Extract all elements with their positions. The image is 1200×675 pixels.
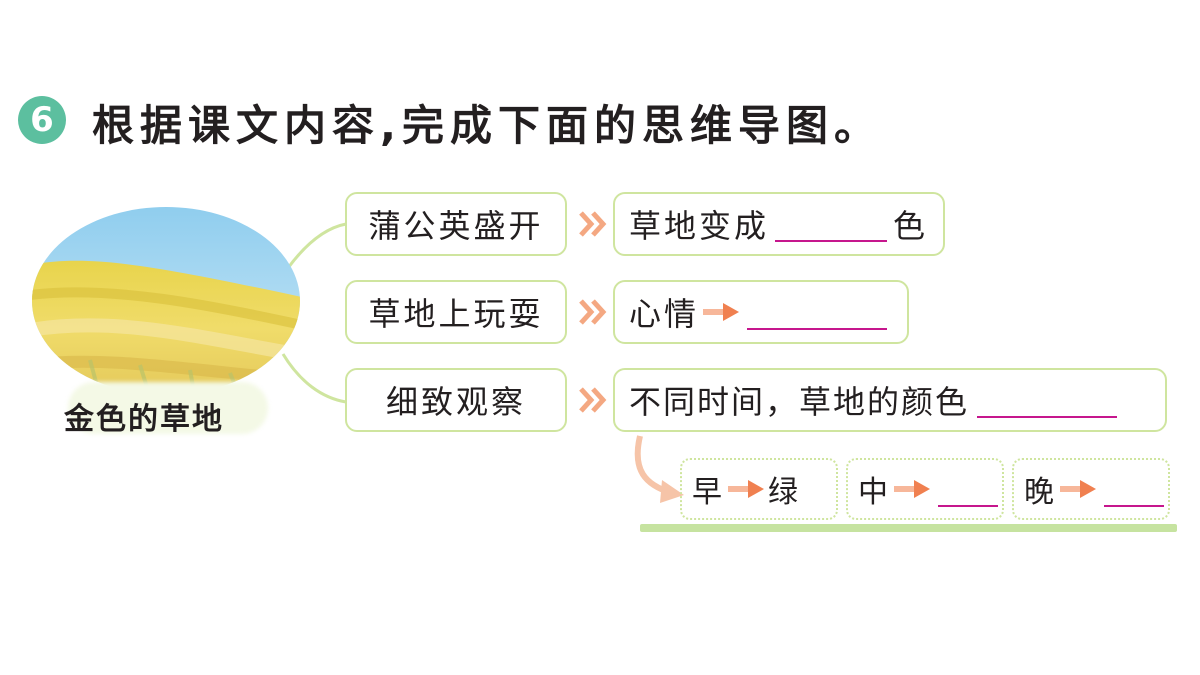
orange-arrow-icon bbox=[703, 303, 740, 321]
chevron-right-icon bbox=[579, 211, 607, 237]
question-number-badge: 6 bbox=[18, 96, 66, 144]
orange-arrow-icon bbox=[728, 480, 764, 498]
time-label: 晚 bbox=[1024, 475, 1056, 510]
center-label-background bbox=[68, 382, 268, 434]
branch-label: 蒲公英盛开 bbox=[368, 207, 544, 245]
orange-arrow-icon bbox=[894, 480, 930, 498]
answer-box-1: 草地变成 色 bbox=[613, 192, 945, 256]
chevron-right-icon bbox=[579, 299, 607, 325]
branch-box-1: 蒲公英盛开 bbox=[345, 192, 567, 256]
baseline-bar bbox=[640, 524, 1177, 532]
center-topic-label: 金色的草地 bbox=[64, 402, 224, 437]
question-title: 根据课文内容,完成下面的思维导图。 bbox=[92, 101, 882, 150]
time-label: 早 bbox=[692, 475, 724, 510]
time-box-noon: 中 bbox=[846, 458, 1004, 520]
answer-blank[interactable] bbox=[977, 382, 1118, 418]
branch-label: 细致观察 bbox=[385, 383, 526, 421]
answer-blank[interactable] bbox=[747, 294, 888, 330]
answer-blank[interactable] bbox=[1104, 471, 1164, 507]
time-label: 中 bbox=[858, 475, 890, 510]
time-box-evening: 晚 bbox=[1012, 458, 1170, 520]
answer-box-2: 心情 bbox=[613, 280, 909, 344]
answer-suffix: 色 bbox=[893, 207, 929, 245]
branch-box-3: 细致观察 bbox=[345, 368, 567, 432]
branch-box-2: 草地上玩耍 bbox=[345, 280, 567, 344]
time-box-morning: 早 绿 bbox=[680, 458, 838, 520]
meadow-picture bbox=[30, 205, 302, 397]
answer-prompt: 草地变成 bbox=[629, 207, 770, 245]
answer-prompt: 不同时间，草地的颜色 bbox=[629, 383, 970, 421]
answer-box-3: 不同时间，草地的颜色 bbox=[613, 368, 1167, 432]
time-answer: 绿 bbox=[768, 475, 800, 510]
orange-arrow-icon bbox=[1060, 480, 1096, 498]
answer-prompt: 心情 bbox=[629, 295, 700, 333]
answer-blank[interactable] bbox=[938, 471, 998, 507]
chevron-right-icon bbox=[579, 387, 607, 413]
branch-label: 草地上玩耍 bbox=[368, 295, 544, 333]
answer-blank[interactable] bbox=[775, 206, 888, 242]
